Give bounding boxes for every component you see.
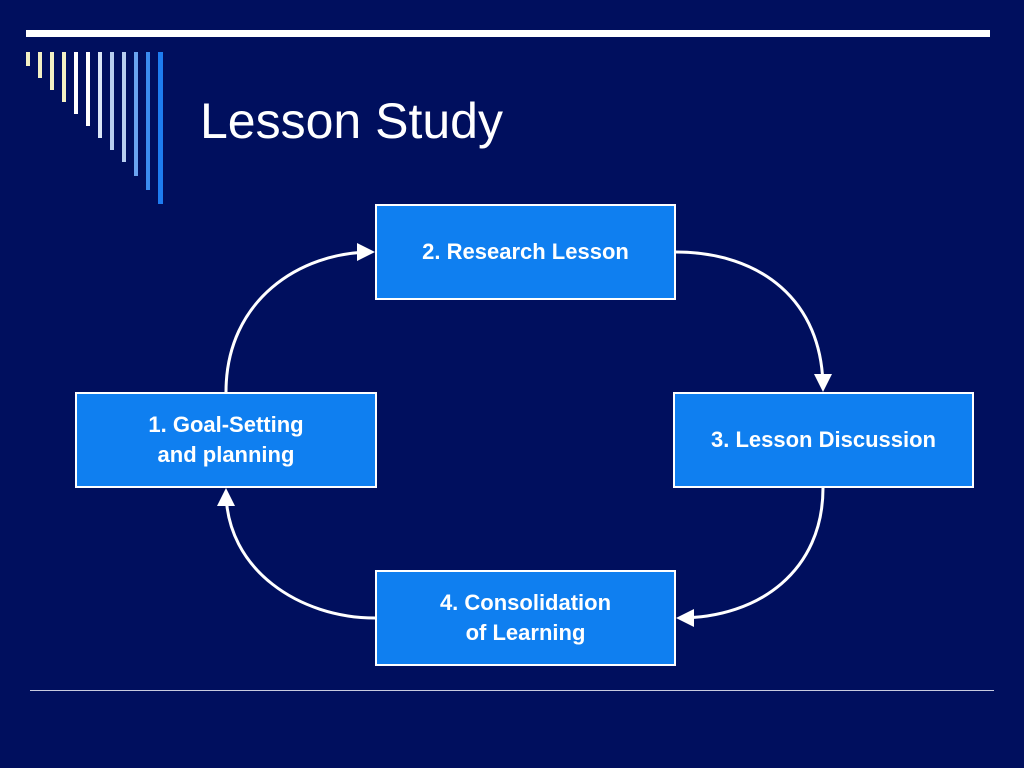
step-label-line1: 3. Lesson Discussion [711,427,936,452]
stripe [86,52,90,126]
stripe [122,52,126,162]
bottom-rule [30,690,994,691]
arrow-consolidation-to-goal [217,488,376,620]
step-consolidation-text: 4. Consolidation of Learning [440,588,611,648]
step-label-line2: and planning [157,442,295,467]
step-label-line1: 4. Consolidation [439,590,612,615]
step-consolidation-box: 4. Consolidation of Learning [375,570,676,666]
step-goal-setting-text: 1. Goal-Setting and planning [148,410,303,470]
arrow-goal-to-research [224,243,375,393]
step-label-line1: 2. Research Lesson [422,239,629,264]
step-label-line2: of Learning [465,620,586,645]
step-research-lesson-text: 2. Research Lesson [422,237,629,267]
stripe [74,52,78,114]
step-lesson-discussion-box: 3. Lesson Discussion [673,392,974,488]
stripe [134,52,138,176]
step-lesson-discussion-text: 3. Lesson Discussion [711,425,936,455]
arrow-discussion-to-consolidation [676,487,825,627]
stripe-decoration [26,52,163,204]
step-goal-setting-box: 1. Goal-Setting and planning [75,392,377,488]
stripe [158,52,163,204]
stripe [50,52,54,90]
step-research-lesson-box: 2. Research Lesson [375,204,676,300]
stripe [110,52,114,150]
stripe [98,52,102,138]
stripe [38,52,42,78]
stripe [62,52,66,102]
step-label-line1: 1. Goal-Setting [148,412,304,437]
stripe [146,52,150,190]
stripe [26,52,30,66]
arrow-research-to-discussion [675,250,832,392]
slide-title: Lesson Study [200,93,503,149]
top-rule [26,30,990,37]
